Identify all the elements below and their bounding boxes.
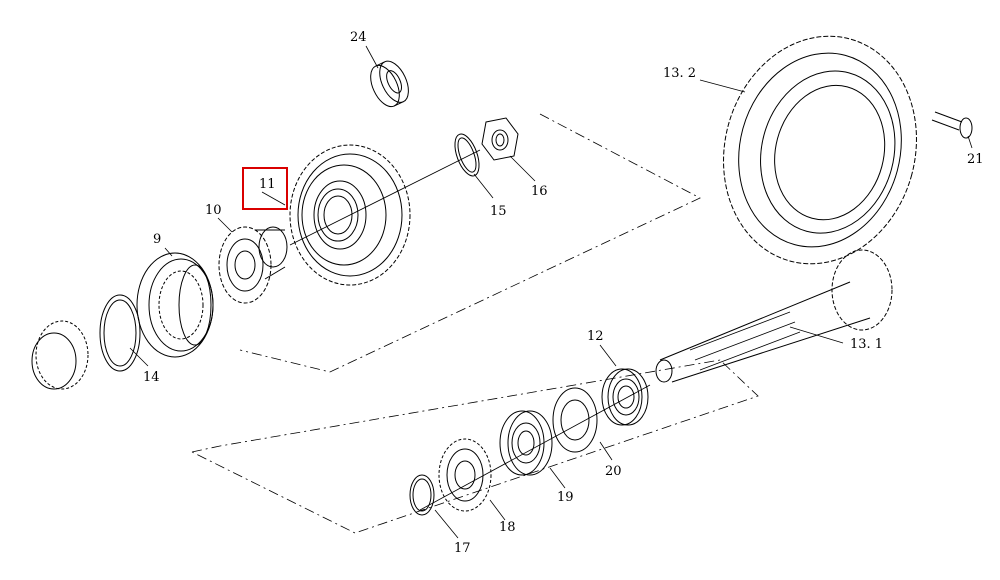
label-part-9: 9 <box>153 232 162 247</box>
label-part-19: 19 <box>557 490 574 505</box>
lower-axis-line <box>419 384 651 511</box>
label-part-11: 11 <box>259 177 276 192</box>
label-part-10: 10 <box>205 203 222 218</box>
label-part-15: 15 <box>490 204 507 219</box>
end-gear <box>31 320 89 390</box>
part-17-snap-ring <box>409 474 435 516</box>
label-part-17: 17 <box>454 541 471 556</box>
label-part-12: 12 <box>587 329 604 344</box>
label-part-21: 21 <box>967 152 984 167</box>
part-13-1-pinion-shaft <box>655 249 893 383</box>
label-part-20: 20 <box>605 464 622 479</box>
assembly-boundary-line-lower <box>191 359 759 534</box>
assembly-boundary-line <box>239 113 701 373</box>
part-11-large-gear <box>289 144 411 286</box>
label-part-14: 14 <box>143 370 160 385</box>
part-9-synchro-sleeve <box>136 252 214 358</box>
part-21-bolt <box>931 111 973 139</box>
upper-axis-line <box>289 149 481 246</box>
label-part-18: 18 <box>499 520 516 535</box>
part-12-bearing <box>601 368 649 426</box>
part-19-bearing <box>499 410 553 476</box>
part-24-small-gear <box>370 60 409 108</box>
part-18-gear <box>438 438 492 512</box>
part-16-nut <box>481 117 519 161</box>
label-part-16: 16 <box>531 184 548 199</box>
part-20-washer <box>552 387 598 453</box>
leader-lines <box>129 45 973 539</box>
part-13-2-ring-gear <box>723 35 917 265</box>
part-15-snap-ring <box>454 133 480 177</box>
highlight-box-part-11 <box>242 167 288 210</box>
label-part-13-2: 13. 2 <box>663 66 697 81</box>
part-10-gear-hub <box>218 226 288 304</box>
label-part-24: 24 <box>350 30 367 45</box>
part-14-snap-ring <box>99 294 141 372</box>
label-part-13-1: 13. 1 <box>850 337 884 352</box>
